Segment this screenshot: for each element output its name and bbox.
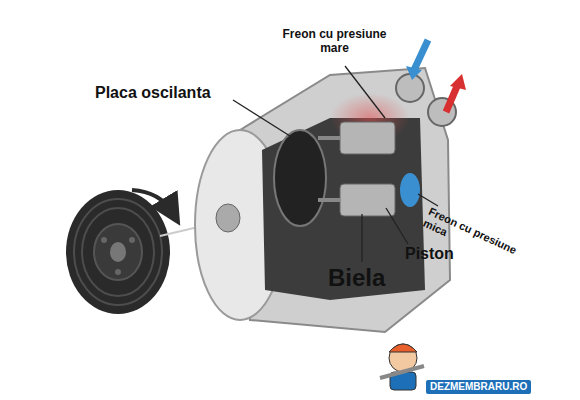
rod-lower [318,198,340,202]
red-arrow [446,84,458,112]
leader-line [386,208,408,244]
cutaway-interior [262,118,425,300]
piston-upper [340,122,395,154]
leader-line [361,214,362,262]
rotation-arrow [132,190,172,212]
part-label: Biela [328,264,385,292]
fitting [396,74,424,102]
leader-line [418,194,438,206]
red-arrow-head [450,74,466,90]
blue-arrow [414,40,428,70]
leader-line [345,66,385,118]
swash-plate [274,130,326,226]
piston-lower [340,184,395,216]
rod-upper [318,136,340,140]
shaft-end [216,204,240,232]
part-label: Placa oscilanta [95,84,211,102]
mechanic-logo [380,344,424,390]
callout-label: Freon cu presiune mare [272,28,397,56]
low-pressure-port [400,173,420,207]
watermark: DEZMEMBRARU.RO [426,380,531,394]
pulley [66,190,170,314]
part-label: Piston [405,245,454,263]
leader-line [233,100,290,136]
blue-arrow-head [406,66,422,80]
